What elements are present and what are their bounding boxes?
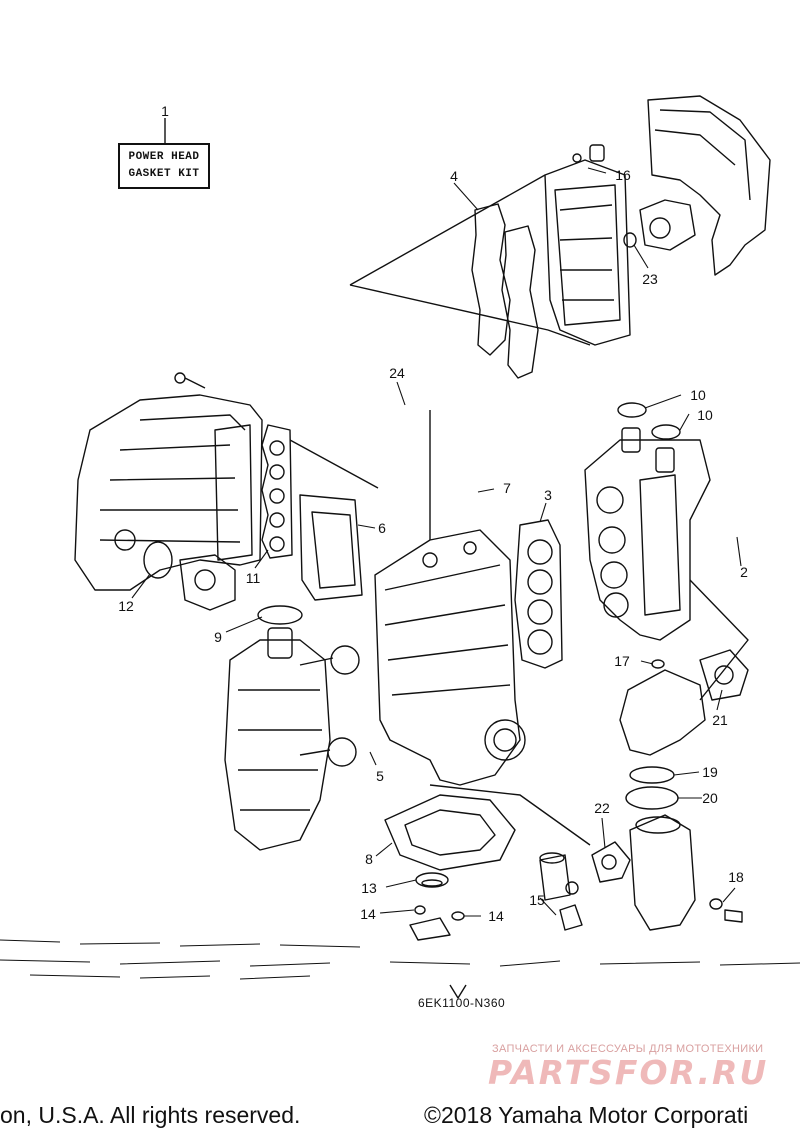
intake-manifold-part bbox=[74, 394, 263, 591]
oil-seal-9 bbox=[257, 605, 303, 625]
cylinder-head-part bbox=[584, 439, 711, 641]
callout-13: 13 bbox=[361, 880, 377, 896]
o-ring-15 bbox=[559, 904, 583, 931]
oil-seal-10a bbox=[617, 402, 647, 418]
callout-8: 8 bbox=[365, 851, 373, 867]
callout-18: 18 bbox=[728, 869, 744, 885]
head-gasket-3 bbox=[514, 519, 563, 669]
callout-2: 2 bbox=[740, 564, 748, 580]
callout-17: 17 bbox=[614, 653, 630, 669]
callout-9: 9 bbox=[214, 629, 222, 645]
o-ring-14a bbox=[414, 905, 426, 915]
callout-22: 22 bbox=[594, 800, 610, 816]
callout-19: 19 bbox=[702, 764, 718, 780]
cover-plate-6 bbox=[299, 494, 363, 601]
manifold-gasket-11 bbox=[261, 424, 293, 559]
callout-1: 1 bbox=[161, 103, 169, 119]
o-ring-20 bbox=[625, 786, 679, 810]
callout-3: 3 bbox=[544, 487, 552, 503]
o-ring-18 bbox=[709, 898, 723, 910]
head-cover-gasket-4 bbox=[471, 203, 511, 356]
callout-23: 23 bbox=[642, 271, 658, 287]
crankshaft-assembly-part bbox=[224, 639, 331, 851]
kit-label-line1: POWER HEAD bbox=[128, 151, 200, 163]
callout-7: 7 bbox=[503, 480, 511, 496]
cylinder-head-cover-part bbox=[544, 159, 631, 346]
gasket-21 bbox=[699, 649, 749, 701]
crankcase-part bbox=[374, 529, 521, 786]
callout-24: 24 bbox=[389, 365, 405, 381]
gasket-22 bbox=[591, 841, 631, 883]
exhaust-cover-part bbox=[647, 95, 771, 276]
o-ring-23 bbox=[623, 232, 637, 248]
callout-15: 15 bbox=[529, 892, 545, 908]
o-ring-14b bbox=[451, 911, 465, 921]
callout-11: 11 bbox=[246, 570, 261, 586]
callout-10b: 10 bbox=[697, 407, 713, 423]
footer-copyright-right: ©2018 Yamaha Motor Corporati bbox=[424, 1102, 749, 1128]
oil-filter-part bbox=[539, 854, 571, 901]
o-ring-19 bbox=[629, 766, 675, 784]
watermark-brand: PARTSFOR.RU bbox=[488, 1053, 769, 1092]
footer-copyright-left: on, U.S.A. All rights reserved. bbox=[0, 1102, 301, 1128]
kit-label-line2: GASKET KIT bbox=[128, 168, 200, 180]
callout-6: 6 bbox=[378, 520, 386, 536]
o-ring-12 bbox=[143, 541, 173, 579]
oil-seal-10b bbox=[651, 424, 681, 440]
callout-12: 12 bbox=[118, 598, 134, 614]
callout-10a: 10 bbox=[690, 387, 706, 403]
power-head-gasket-kit-label: POWER HEAD GASKET KIT bbox=[118, 143, 210, 189]
exhaust-guide-part bbox=[619, 669, 706, 756]
callout-20: 20 bbox=[702, 790, 718, 806]
throttle-body-part bbox=[179, 554, 236, 611]
callout-14a: 14 bbox=[360, 906, 376, 922]
callout-5: 5 bbox=[376, 768, 384, 784]
callout-21: 21 bbox=[712, 712, 728, 728]
callout-16: 16 bbox=[615, 167, 631, 183]
o-ring-17 bbox=[651, 659, 665, 669]
diagram-code: 6EK1100-N360 bbox=[418, 996, 506, 1010]
callout-14b: 14 bbox=[488, 908, 504, 924]
callout-4: 4 bbox=[450, 168, 458, 184]
thermostat-housing-part bbox=[639, 199, 696, 251]
watermark-subtitle: ЗАПЧАСТИ И АКСЕССУАРЫ ДЛЯ МОТОТЕХНИКИ bbox=[492, 1043, 764, 1055]
oil-pan-gasket-8 bbox=[384, 794, 516, 871]
